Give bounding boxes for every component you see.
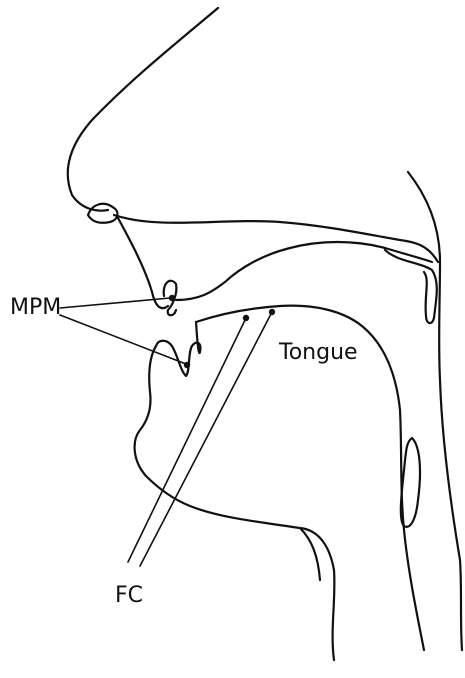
fc-marker-a (243, 315, 249, 321)
mpm-lower-marker (184, 362, 190, 368)
fc-label: FC (115, 585, 143, 607)
lower-incisor (156, 322, 200, 376)
nostril-outline (88, 204, 117, 223)
fc-tube-line-b (140, 312, 272, 566)
nasal-cavity-floor (114, 215, 438, 262)
fc-marker-b (269, 309, 275, 315)
mpm-label: MPM (10, 297, 61, 319)
mpm-leader-upper (60, 298, 170, 308)
hard-palate (176, 242, 432, 300)
fc-tube-line-a (128, 318, 246, 562)
mpm-leader-lower (60, 315, 186, 364)
upper-lip (118, 218, 168, 308)
tongue-label: Tongue (279, 342, 358, 364)
mpm-upper-marker (169, 295, 175, 301)
nose-profile (68, 8, 218, 211)
lower-lip-chin (135, 346, 335, 660)
